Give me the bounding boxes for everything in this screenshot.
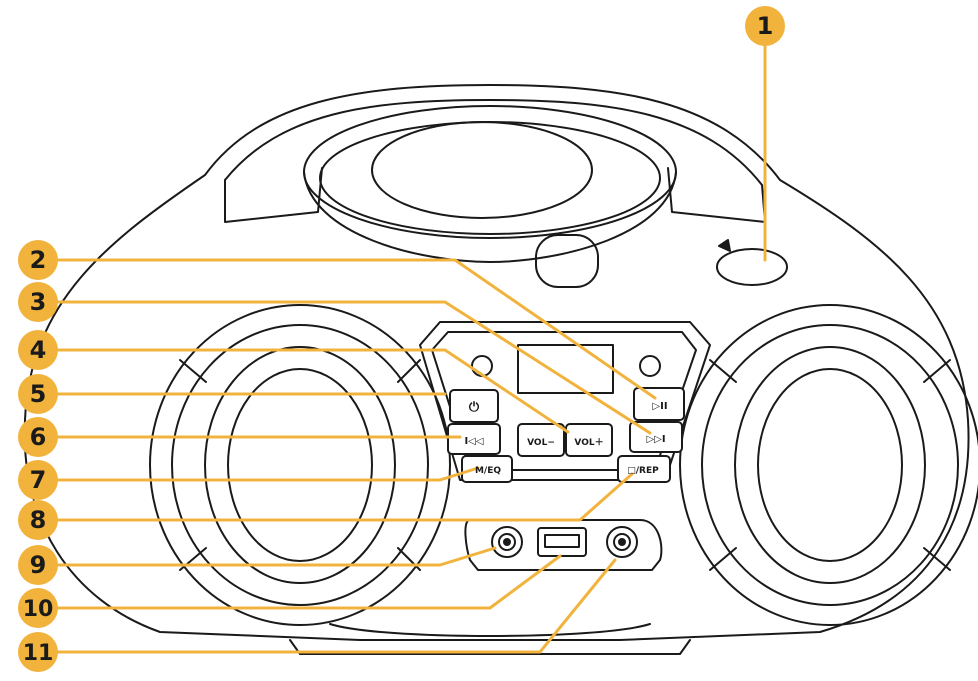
play-pause-button[interactable] bbox=[633, 387, 685, 421]
callout-5: 5 bbox=[18, 374, 58, 414]
handle-grip-left bbox=[224, 167, 323, 223]
indicator-right bbox=[639, 355, 661, 377]
mode-eq-button[interactable] bbox=[461, 455, 513, 483]
port-panel bbox=[464, 519, 663, 571]
boombox-body bbox=[23, 84, 970, 655]
callout-3: 3 bbox=[18, 282, 58, 322]
cd-window bbox=[371, 121, 593, 219]
callout-badge bbox=[18, 240, 58, 280]
leader-9 bbox=[56, 546, 497, 567]
leader-2 bbox=[56, 258, 657, 400]
leader-8 bbox=[56, 472, 634, 522]
lcd-display bbox=[517, 344, 614, 394]
lid-latch[interactable] bbox=[535, 234, 599, 288]
callout-6: 6 bbox=[18, 417, 58, 457]
leader-7 bbox=[56, 466, 480, 482]
callout-number: 7 bbox=[30, 466, 47, 494]
volume-down-label: VOL− bbox=[527, 438, 555, 448]
callout-badge bbox=[18, 330, 58, 370]
callout-11: 11 bbox=[18, 632, 58, 672]
arrow-icon bbox=[718, 239, 731, 252]
callout-badge bbox=[18, 588, 58, 628]
callout-number: 9 bbox=[30, 551, 47, 579]
callout-1: 1 bbox=[745, 6, 785, 46]
leader-11 bbox=[56, 558, 617, 654]
handle-grip-right bbox=[667, 167, 766, 223]
play-pause-label: ▷II bbox=[652, 401, 667, 412]
previous-button[interactable] bbox=[447, 423, 501, 455]
callout-number: 2 bbox=[30, 246, 47, 274]
callout-badge bbox=[18, 282, 58, 322]
leader-lines bbox=[56, 43, 767, 654]
callout-badge bbox=[18, 460, 58, 500]
volume-up-label: VOL＋ bbox=[574, 437, 603, 448]
usb-port[interactable] bbox=[537, 527, 587, 557]
callout-number: 1 bbox=[757, 12, 774, 40]
callout-badge bbox=[18, 545, 58, 585]
callout-number: 11 bbox=[23, 641, 54, 666]
cd-lid bbox=[303, 105, 677, 288]
callout-badge bbox=[18, 500, 58, 540]
callout-number: 8 bbox=[30, 506, 47, 534]
button-labels: ⏻ I◁◁ M/EQ VOL− VOL＋ ▷II ▷▷I □/REP bbox=[464, 400, 667, 476]
volume-down-button[interactable] bbox=[517, 423, 565, 457]
power-button[interactable] bbox=[449, 389, 499, 423]
next-label: ▷▷I bbox=[646, 434, 665, 445]
right-speaker bbox=[679, 304, 978, 626]
callout-number: 10 bbox=[23, 597, 54, 622]
callout-badge bbox=[18, 374, 58, 414]
power-icon: ⏻ bbox=[469, 400, 480, 415]
callout-2: 2 bbox=[18, 240, 58, 280]
leader-3 bbox=[56, 300, 652, 435]
callout-number: 4 bbox=[30, 336, 47, 364]
mode-eq-label: M/EQ bbox=[475, 466, 501, 476]
leader-10 bbox=[56, 554, 562, 610]
callout-8: 8 bbox=[18, 500, 58, 540]
callout-number: 6 bbox=[30, 423, 47, 451]
aux-in-jack[interactable] bbox=[491, 526, 523, 558]
callout-badge bbox=[18, 417, 58, 457]
left-speaker bbox=[149, 304, 451, 626]
lid-open-button[interactable] bbox=[716, 239, 788, 286]
callout-badge bbox=[18, 632, 58, 672]
stop-repeat-label: □/REP bbox=[627, 466, 659, 476]
callout-number: 5 bbox=[30, 380, 47, 408]
callout-4: 4 bbox=[18, 330, 58, 370]
previous-label: I◁◁ bbox=[464, 436, 483, 447]
callout-badge bbox=[745, 6, 785, 46]
callout-markers: 1 2 3 4 5 6 7 8 9 10 11 bbox=[18, 6, 785, 672]
volume-up-button[interactable] bbox=[565, 423, 613, 457]
headphone-jack[interactable] bbox=[606, 526, 638, 558]
leader-4 bbox=[56, 348, 570, 434]
callout-9: 9 bbox=[18, 545, 58, 585]
callout-7: 7 bbox=[18, 460, 58, 500]
callout-number: 3 bbox=[30, 288, 47, 316]
callout-10: 10 bbox=[18, 588, 58, 628]
